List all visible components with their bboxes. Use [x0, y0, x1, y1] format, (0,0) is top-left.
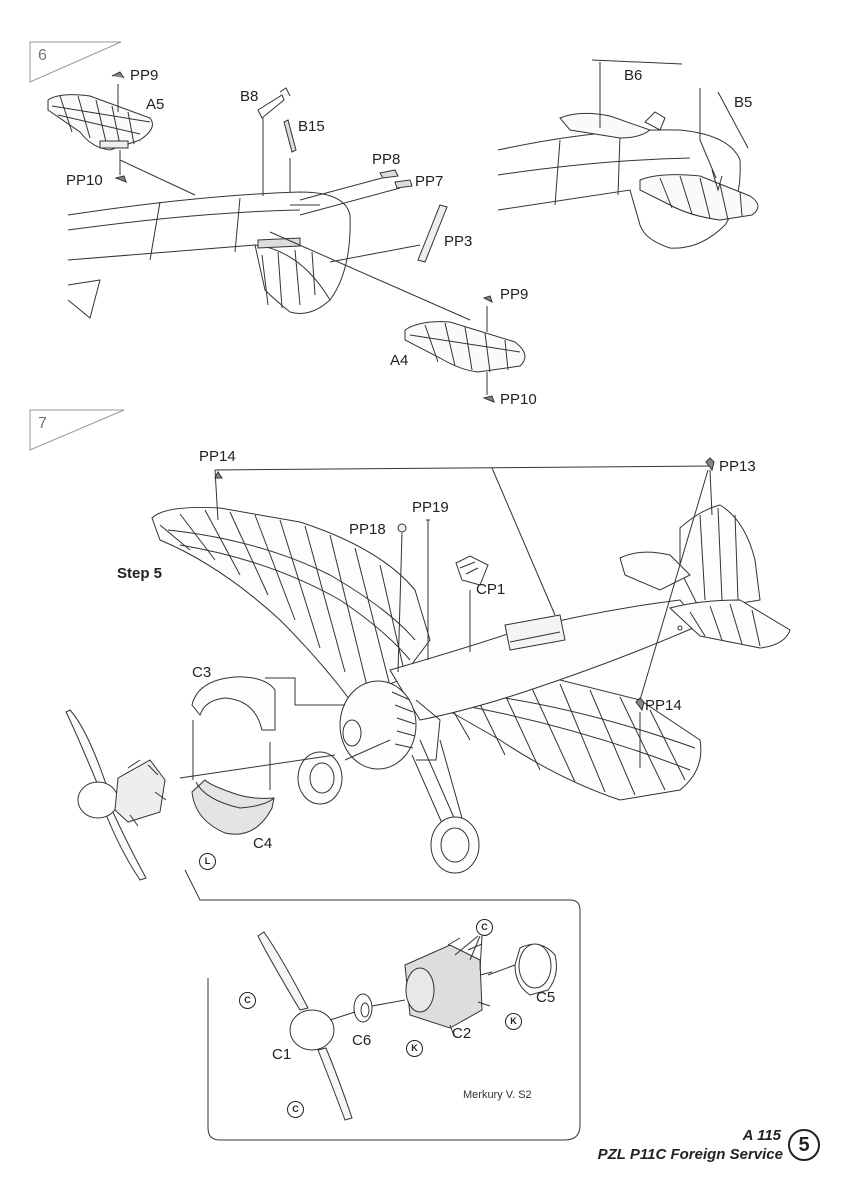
part-label-b6: B6: [624, 67, 643, 84]
paint-callout-c: C: [476, 919, 493, 936]
part-label-c4: C4: [253, 835, 273, 852]
part-label-cp1: CP1: [476, 581, 506, 598]
step-number: 6: [38, 47, 47, 64]
part-label-pp8: PP8: [372, 151, 401, 168]
landing-gear: [297, 739, 480, 874]
part-label-pp9: PP9: [130, 67, 159, 84]
part-label-c6: C6: [352, 1032, 372, 1049]
paint-callout-c: C: [287, 1101, 304, 1118]
part-label-pp10: PP10: [500, 391, 537, 408]
page-number: 5: [788, 1129, 820, 1161]
step-6-marker: [29, 41, 122, 83]
artist-credit: Merkury V. S2: [463, 1089, 532, 1101]
part-label-b8: B8: [240, 88, 259, 105]
step7-leaders: [184, 457, 715, 1141]
kit-name: PZL P11C Foreign Service: [597, 1146, 783, 1163]
part-label-c3: C3: [192, 664, 212, 681]
part-label-pp7: PP7: [415, 173, 444, 190]
stabilizer-a4: [404, 295, 526, 403]
fuselage: [389, 504, 791, 721]
part-label-a4: A4: [390, 352, 409, 369]
fuselage-tail-right: [497, 59, 759, 249]
part-label-b15: B15: [298, 118, 325, 135]
part-label-pp9: PP9: [500, 286, 529, 303]
part-label-c1: C1: [272, 1046, 292, 1063]
part-label-pp14: PP14: [645, 697, 682, 714]
kit-code: A 115: [742, 1127, 781, 1144]
propeller-assembly: [65, 709, 336, 881]
part-label-b5: B5: [734, 94, 753, 111]
part-label-pp10: PP10: [66, 172, 103, 189]
part-label-pp19: PP19: [412, 499, 449, 516]
cowling-panels: [191, 676, 345, 835]
step6-leaders: [111, 71, 471, 321]
paint-callout-k: K: [505, 1013, 522, 1030]
part-label-pp3: PP3: [444, 233, 473, 250]
part-label-a5: A5: [146, 96, 165, 113]
part-label-c2: C2: [452, 1025, 472, 1042]
step-7-marker: [29, 409, 125, 451]
inset-engine: [257, 931, 557, 1121]
step-reference: Step 5: [117, 565, 163, 582]
stabilizer-a5: [47, 94, 153, 151]
fuselage-tail-left: [67, 191, 351, 319]
paint-callout-c: C: [239, 992, 256, 1009]
part-label-pp14: PP14: [199, 448, 236, 465]
part-label-c5: C5: [536, 989, 556, 1006]
part-label-pp13: PP13: [719, 458, 756, 475]
paint-callout-k: K: [406, 1040, 423, 1057]
main-wing: [151, 506, 702, 801]
part-label-pp18: PP18: [349, 521, 386, 538]
paint-callout-l: L: [199, 853, 216, 870]
engine-nose: [339, 680, 441, 770]
step-number: 7: [38, 415, 47, 432]
